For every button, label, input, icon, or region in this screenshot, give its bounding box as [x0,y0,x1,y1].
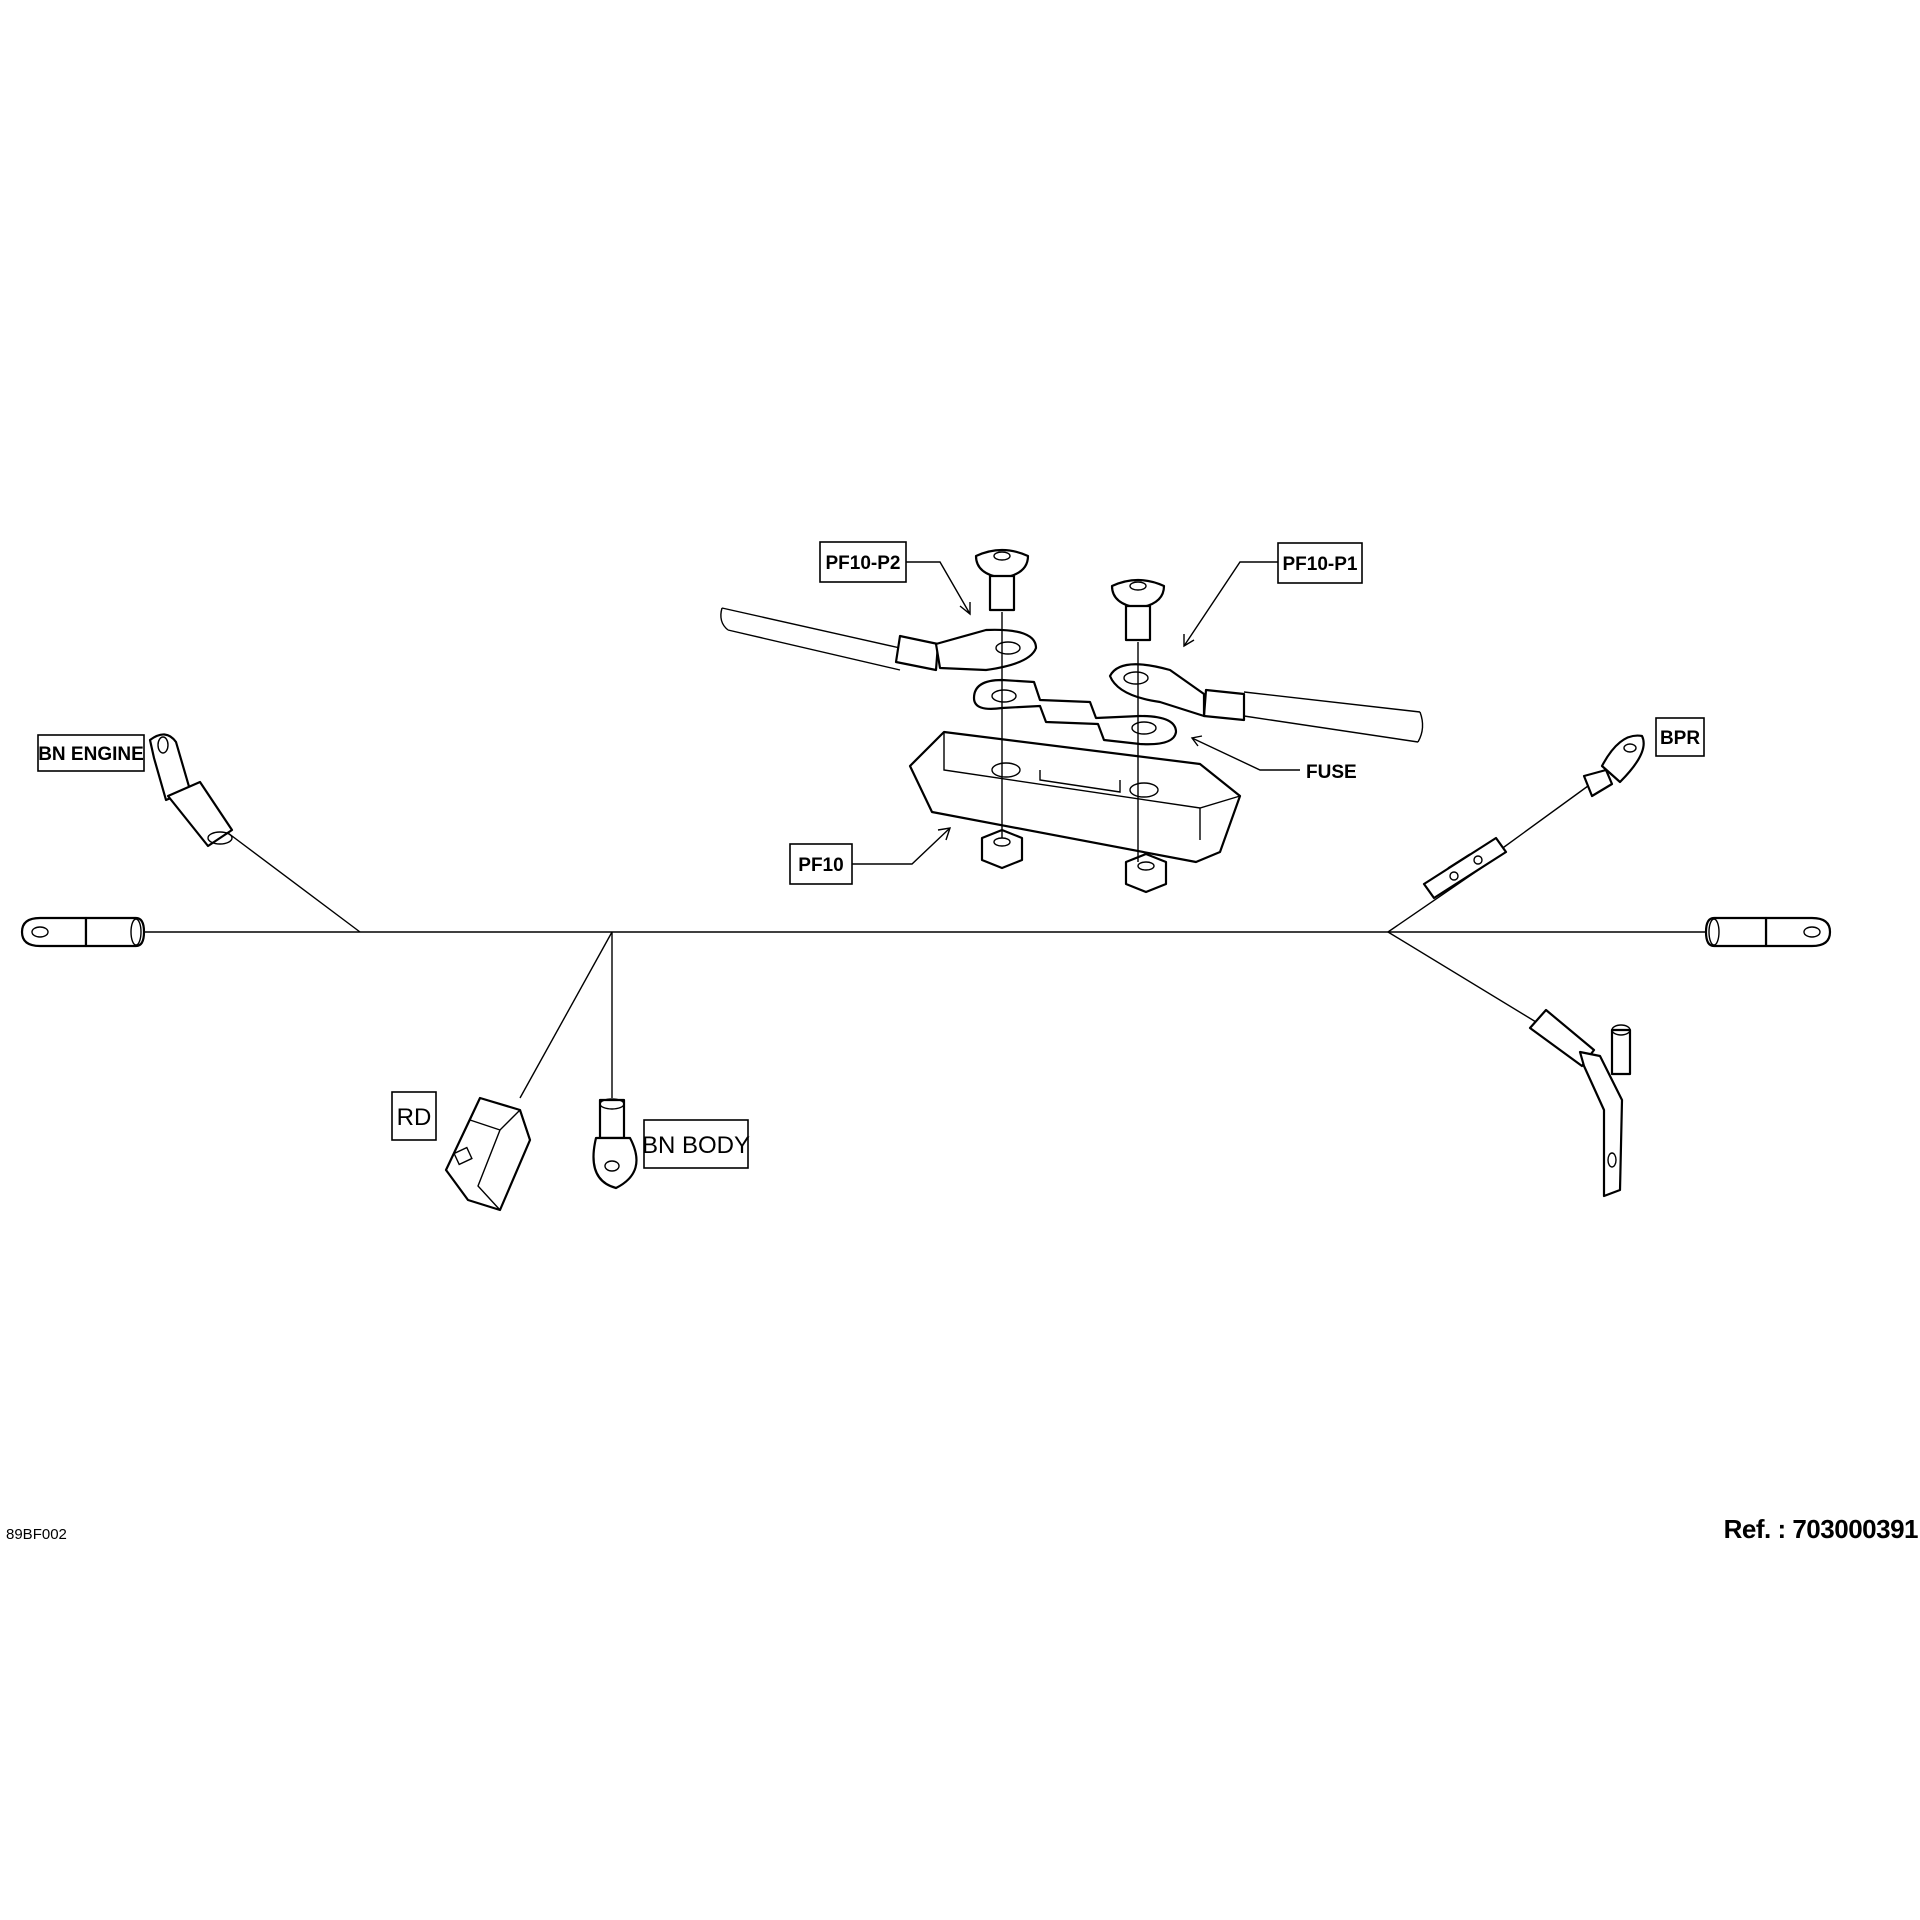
callout-bn-engine: BN ENGINE [37,734,145,772]
svg-text:BN BODY: BN BODY [642,1132,750,1159]
svg-text:BN ENGINE: BN ENGINE [38,744,144,765]
svg-text:RD: RD [397,1104,432,1131]
callout-bpr: BPR [1655,717,1705,757]
bpr-inline-fuse [1422,836,1508,900]
harness-wires [140,785,1708,1099]
rd-connector [444,1096,532,1212]
drawing-code: 89BF002 [6,1526,67,1543]
bracket-terminal [1528,1008,1632,1198]
svg-text:PF10-P1: PF10-P1 [1283,554,1358,575]
callout-fuse: FUSE [1190,735,1357,783]
svg-text:BPR: BPR [1660,728,1700,749]
svg-text:PF10: PF10 [798,855,843,876]
svg-text:PF10-P2: PF10-P2 [826,553,901,574]
svg-text:FUSE: FUSE [1306,762,1357,783]
callout-rd: RD [391,1091,437,1141]
ring-terminal-left [20,916,146,948]
callout-pf10-p1: PF10-P1 [1183,542,1363,648]
callout-bn-body: BN BODY [642,1119,750,1169]
fuse-holder-assembly [720,548,1424,894]
ring-terminal-right [1704,916,1832,948]
callout-pf10-p2: PF10-P2 [819,541,971,616]
reference-number: Ref. : 703000391 [1723,1514,1919,1544]
bn-body-terminal [592,1098,638,1190]
bn-engine-terminal [148,733,234,848]
callout-pf10: PF10 [789,827,952,885]
bpr-ring-terminal [1582,734,1645,798]
